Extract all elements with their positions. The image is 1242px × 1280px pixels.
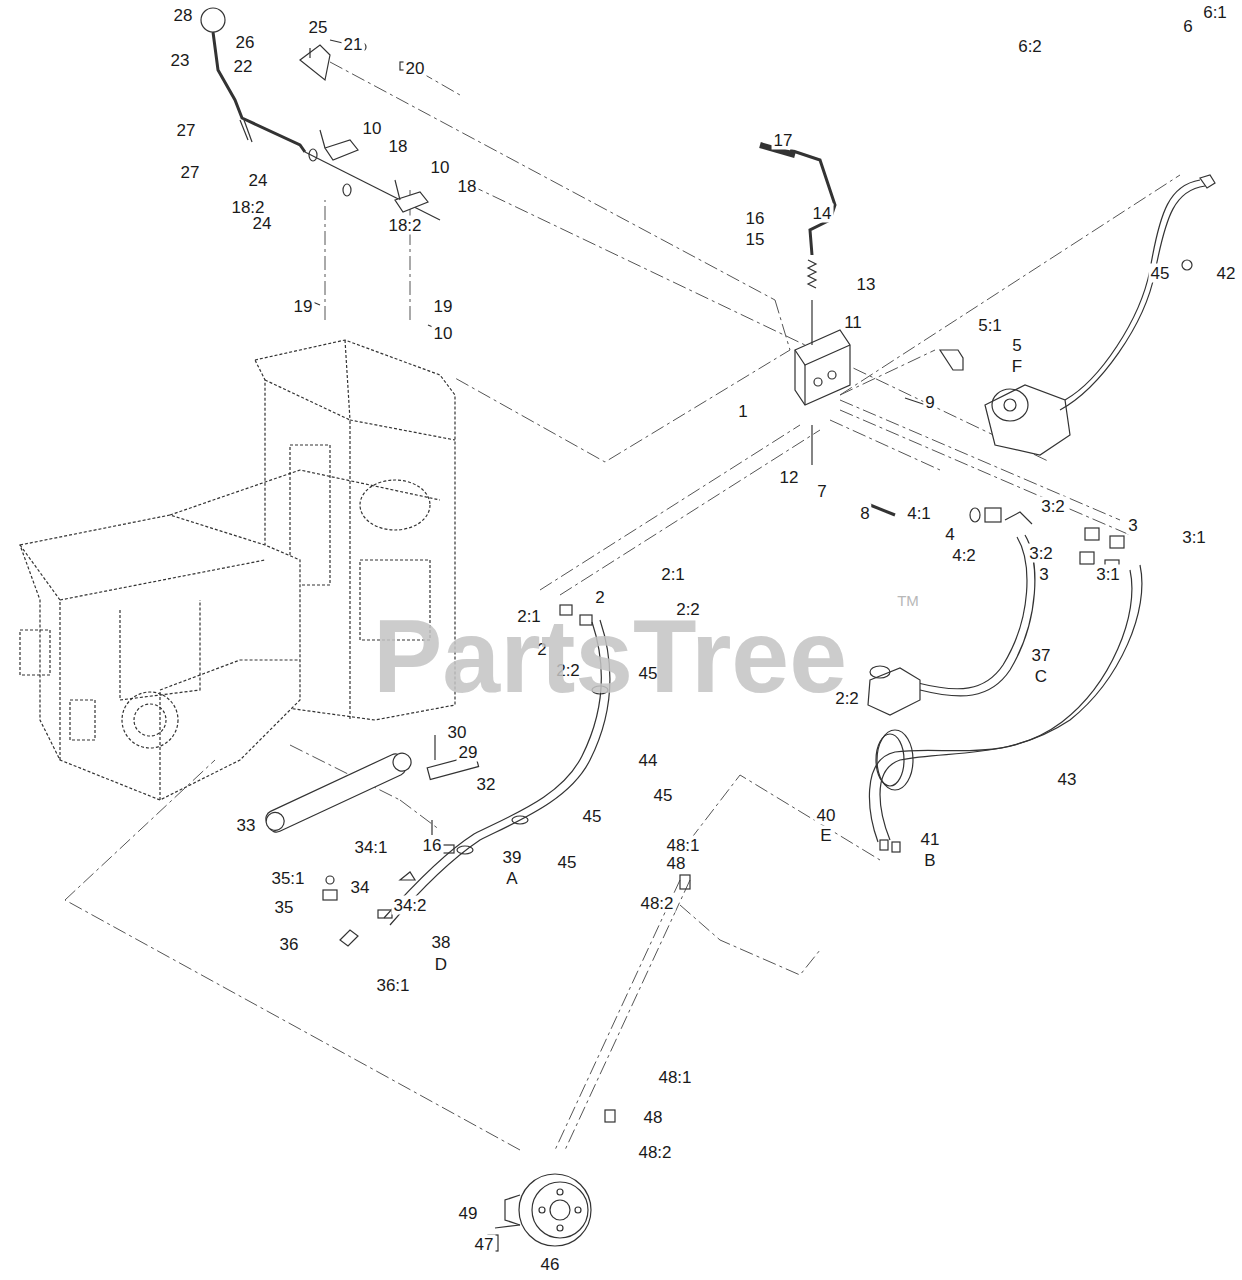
callout-number: 48:2 — [636, 1143, 673, 1162]
callout-number: 42 — [1215, 264, 1238, 283]
callout-number: 34:1 — [352, 838, 389, 857]
callout-number: 36:1 — [374, 976, 411, 995]
callout-number: 3:2 — [1039, 497, 1067, 516]
callout-number: 16 — [421, 836, 444, 855]
callout-number: 30 — [446, 723, 469, 742]
callout-number: 26 — [234, 33, 257, 52]
callout-number: 24 — [247, 171, 270, 190]
callout-number: 14 — [811, 204, 834, 223]
callout-number: 33 — [235, 816, 258, 835]
callout-number: 3 — [1037, 565, 1050, 584]
callout-number: 35:1 — [269, 869, 306, 888]
callout-number: 25 — [307, 18, 330, 37]
watermark: PartsTree — [373, 597, 847, 716]
callout-number: 24 — [251, 214, 274, 233]
callout-number: 10 — [361, 119, 384, 138]
callout-number: 43 — [1056, 770, 1079, 789]
callout-number: 48:1 — [664, 836, 701, 855]
callout-number: B — [922, 851, 937, 870]
callout-number: 12 — [778, 468, 801, 487]
callout-number: 48:1 — [656, 1068, 693, 1087]
callout-number: 34:2 — [391, 896, 428, 915]
callout-number: 2:1 — [659, 565, 687, 584]
callout-number: 19 — [292, 297, 315, 316]
callout-number: 8 — [858, 504, 871, 523]
callout-number: 45 — [1149, 264, 1172, 283]
callout-number: 36 — [278, 935, 301, 954]
callout-number: 29 — [457, 743, 480, 762]
callout-number: A — [504, 869, 519, 888]
callout-number: 32 — [475, 775, 498, 794]
callout-number: 44 — [637, 751, 660, 770]
callout-number: 5 — [1010, 336, 1023, 355]
trademark-mark: TM — [897, 592, 919, 609]
callout-number: 45 — [581, 807, 604, 826]
callout-number: 38 — [430, 933, 453, 952]
callout-number: 48 — [665, 854, 688, 873]
callout-number: 6 — [1181, 17, 1194, 36]
callout-number: 18 — [456, 177, 479, 196]
callout-number: 4 — [943, 525, 956, 544]
callout-number: 45 — [652, 786, 675, 805]
callout-number: F — [1010, 357, 1024, 376]
callout-number: 35 — [273, 898, 296, 917]
callout-number: 22 — [232, 57, 255, 76]
callout-number: 15 — [744, 230, 767, 249]
callout-number: 28 — [172, 6, 195, 25]
callout-number: 17 — [772, 131, 795, 150]
callout-number: 1 — [736, 402, 749, 421]
callout-number: 21 — [342, 35, 365, 54]
callout-number: 27 — [179, 163, 202, 182]
callout-number: 27 — [175, 121, 198, 140]
callout-number: 47 — [473, 1235, 496, 1254]
callout-number: D — [433, 955, 449, 974]
callout-number: 5:1 — [976, 316, 1004, 335]
callout-number: 49 — [457, 1204, 480, 1223]
callout-number: 3 — [1126, 516, 1139, 535]
callout-number: 6:2 — [1016, 37, 1044, 56]
callout-number: 23 — [169, 51, 192, 70]
callout-number: 16 — [744, 209, 767, 228]
callout-number: E — [818, 826, 833, 845]
callout-number: 18 — [387, 137, 410, 156]
callout-number: 4:1 — [905, 504, 933, 523]
callout-number: 3:1 — [1180, 528, 1208, 547]
callout-number: 7 — [815, 482, 828, 501]
callout-number: 34 — [349, 878, 372, 897]
callout-number: 3:1 — [1094, 565, 1122, 584]
callout-number: 10 — [429, 158, 452, 177]
callout-number: 37 — [1030, 646, 1053, 665]
callout-number: 39 — [501, 848, 524, 867]
callout-number: 4:2 — [950, 546, 978, 565]
callout-number: 10 — [432, 324, 455, 343]
callout-number: 18:2 — [386, 216, 423, 235]
callout-number: 41 — [919, 830, 942, 849]
callout-number: 20 — [404, 59, 427, 78]
callout-number: 46 — [539, 1255, 562, 1274]
callout-number: 9 — [923, 393, 936, 412]
callout-number: 13 — [855, 275, 878, 294]
callout-number: C — [1033, 667, 1049, 686]
callout-number: 40 — [815, 806, 838, 825]
callout-number: 45 — [556, 853, 579, 872]
callout-number: 3:2 — [1027, 544, 1055, 563]
callout-number: 19 — [432, 297, 455, 316]
callout-number: 6:1 — [1201, 3, 1229, 22]
callout-number: 48 — [642, 1108, 665, 1127]
callout-number: 11 — [842, 313, 864, 332]
callout-number: 48:2 — [638, 894, 675, 913]
